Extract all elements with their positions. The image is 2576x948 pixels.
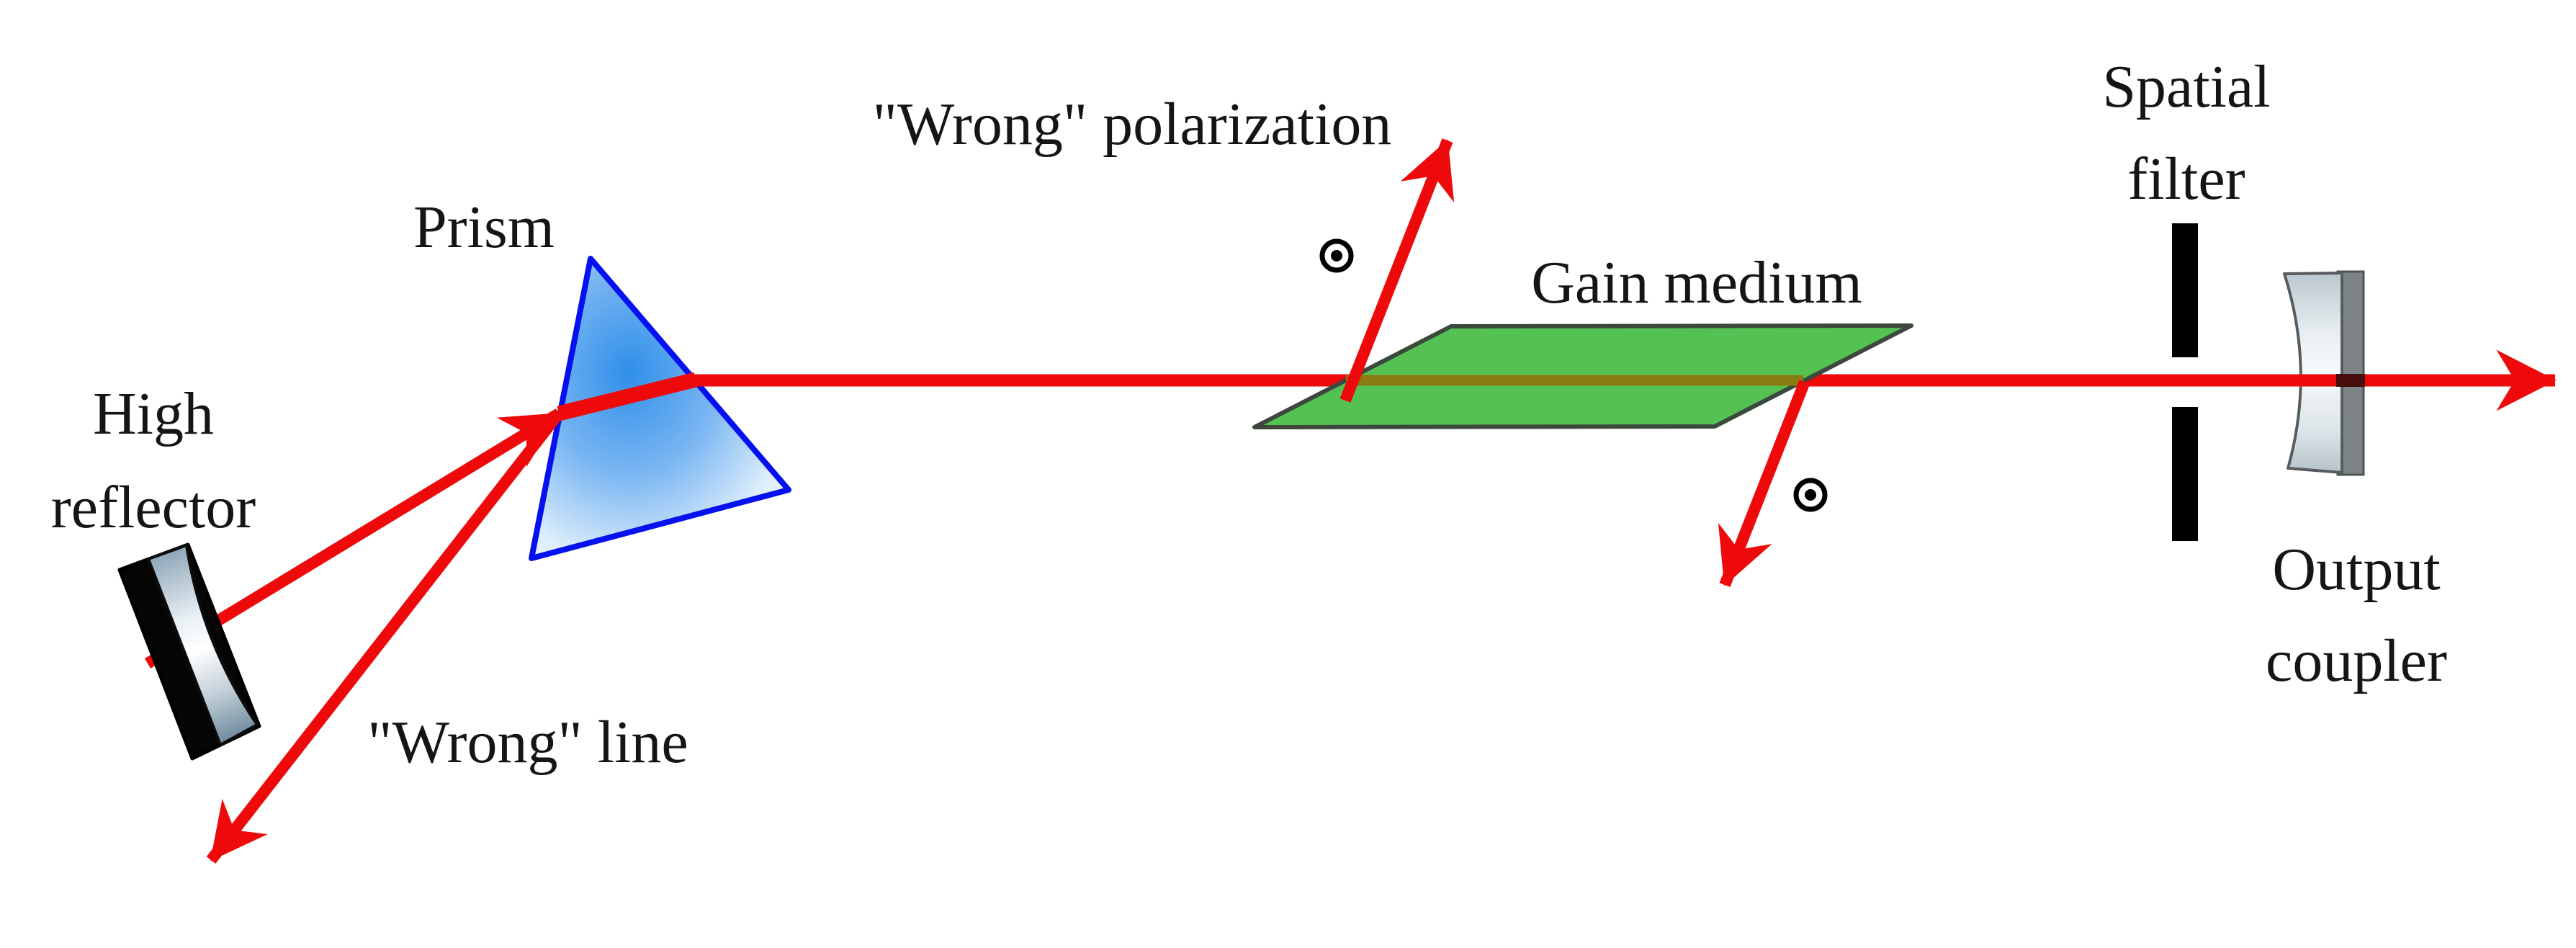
- label-high-reflector-line1: High: [93, 380, 214, 447]
- polarization-arrows: [1339, 138, 1810, 587]
- label-wrong-polarization: "Wrong" polarization: [873, 91, 1392, 158]
- spatial-filter-bar-bottom: [2172, 407, 2198, 541]
- label-output-coupler-line1: Output: [2272, 536, 2440, 603]
- spatial-filter-bar-top: [2172, 223, 2198, 357]
- wrong-polarization-arrow-down: [1718, 380, 1810, 587]
- beam-inside-prism: [557, 372, 698, 421]
- label-output-coupler-line2: coupler: [2266, 627, 2447, 694]
- gain-medium-slab: [1252, 323, 1913, 429]
- label-spatial-filter-line1: Spatial: [2102, 53, 2270, 120]
- beam-wrong-line: [206, 410, 564, 864]
- label-gain-medium: Gain medium: [1531, 249, 1862, 316]
- circle-dot-center: [1331, 250, 1342, 261]
- high-reflector-mirror: [117, 542, 261, 761]
- output-coupler-mirror: [2283, 270, 2365, 476]
- polarization-symbol-top: [1319, 238, 1354, 273]
- label-high-reflector-line2: reflector: [51, 474, 256, 541]
- polarization-symbol-bottom: [1793, 478, 1828, 512]
- label-wrong-line: "Wrong" line: [367, 709, 688, 776]
- label-prism: Prism: [413, 194, 555, 261]
- wrong-polarization-arrow-up: [1339, 138, 1455, 403]
- label-spatial-filter-line2: filter: [2127, 146, 2245, 213]
- circle-dot-center: [1805, 489, 1816, 501]
- spatial-filter-aperture: [2172, 223, 2198, 541]
- output-coupler-glass: [2283, 272, 2343, 474]
- high-reflector-glass: [147, 544, 259, 746]
